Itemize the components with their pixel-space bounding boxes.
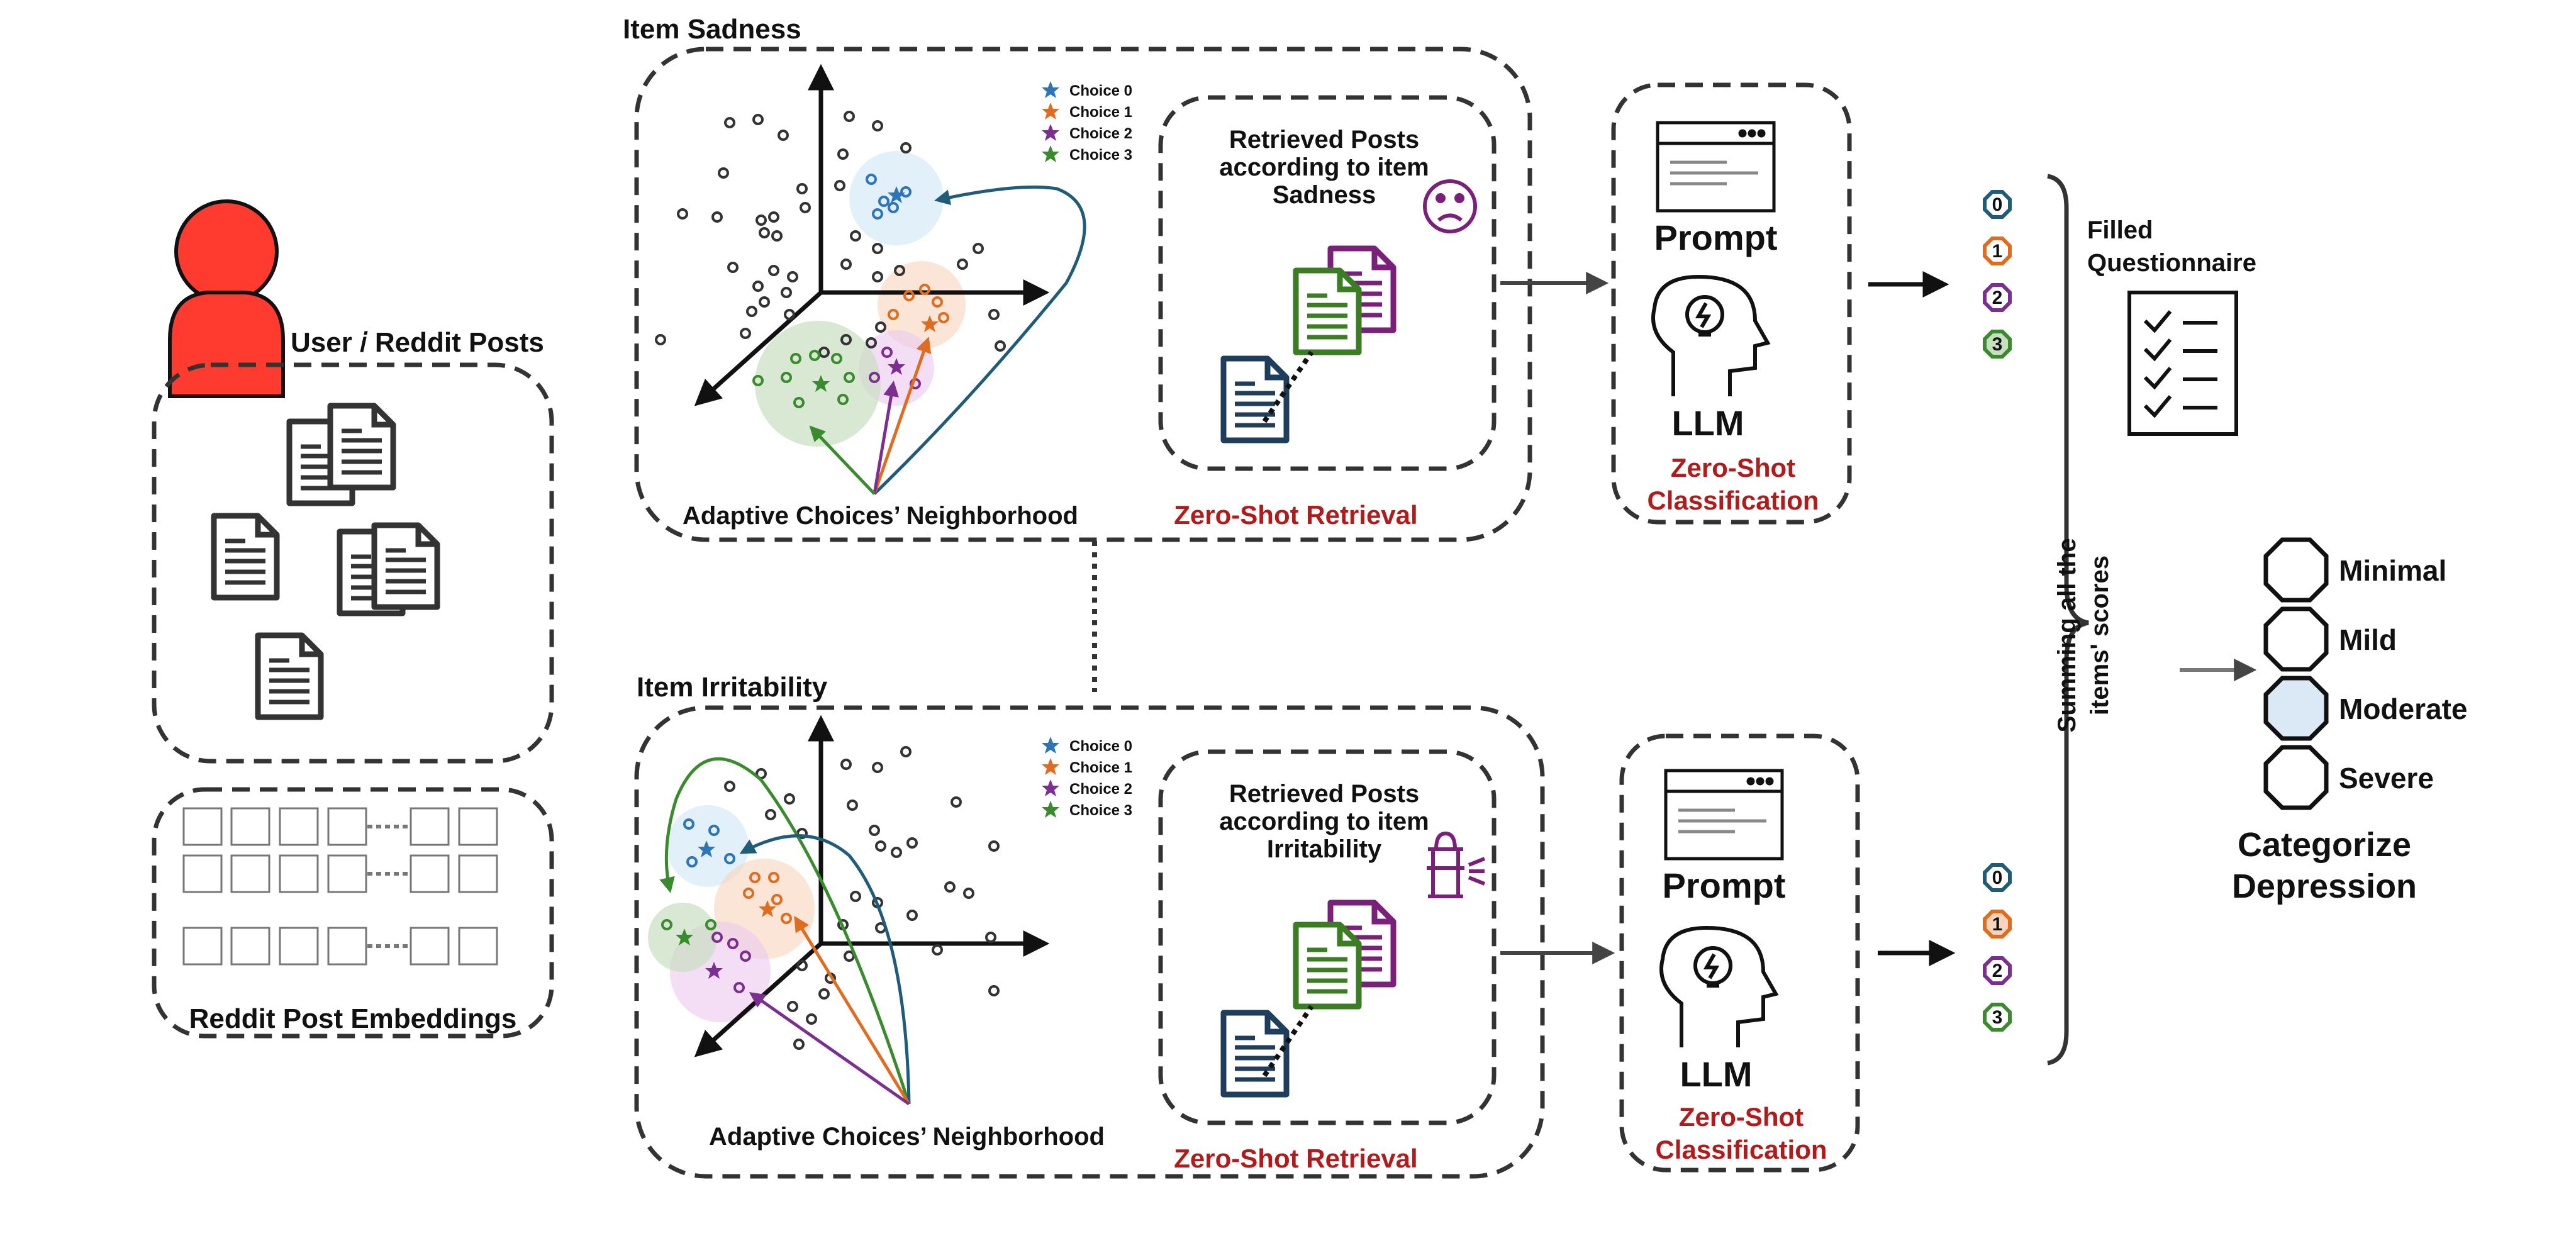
sadness-llm-label: LLM: [1671, 403, 1744, 443]
prompt-window-icon: [1664, 769, 1784, 861]
sadness-retrieved-label: Retrieved Posts according to item Sadnes…: [1219, 126, 1429, 209]
irritability-retrieved-label: Retrieved Posts according to item Irrita…: [1219, 780, 1429, 863]
prompt-window-icon: [1656, 121, 1776, 213]
user-posts-label: User 𝑖 Reddit Posts: [291, 327, 544, 358]
user-icon: [168, 199, 285, 398]
sadness-box: [634, 47, 1532, 542]
legend-choice-1: Choice 1: [1069, 759, 1133, 776]
irritability-neighborhood-label: Adaptive Choices’ Neighborhood: [709, 1123, 1105, 1151]
irritability-score-2: 2: [1992, 961, 2003, 981]
level-severe: Severe: [2339, 762, 2434, 794]
categorize-depression-label: Categorize Depression: [2231, 826, 2417, 905]
posts-box: [152, 362, 554, 764]
irritability-score-3: 3: [1992, 1007, 2003, 1028]
sadness-neighborhood-label: Adaptive Choices’ Neighborhood: [683, 502, 1078, 530]
irritability-prompt-label: Prompt: [1662, 866, 1786, 905]
irritability-box: [634, 705, 1545, 1179]
embeddings-label: Reddit Post Embeddings: [189, 1003, 517, 1034]
legend-choice-0: Choice 0: [1069, 738, 1133, 755]
level-mild: Mild: [2339, 623, 2397, 656]
sadness-retrieved-box: [1158, 95, 1497, 471]
irritability-title: Item Irritability: [637, 672, 828, 703]
sadness-title: Item Sadness: [623, 14, 801, 45]
sadness-retrieved-docs: [1224, 248, 1393, 440]
level-minimal: Minimal: [2339, 554, 2447, 587]
legend-choice-2: Choice 2: [1069, 781, 1133, 798]
legend-choice-3: Choice 3: [1069, 802, 1133, 819]
irritability-score-choices: [1983, 863, 2012, 1032]
sadness-retrieval-label: Zero-Shot Retrieval: [1174, 500, 1418, 530]
embedding-grid: [182, 807, 498, 966]
legend-choice-1: Choice 1: [1069, 104, 1133, 121]
sum-brace: [2047, 174, 2089, 1066]
fire-hydrant-icon: [1427, 831, 1486, 898]
llm-head-icon: [1651, 274, 1771, 396]
sad-face-icon: [1423, 179, 1477, 233]
llm-head-icon: [1659, 925, 1779, 1047]
legend-choice-3: Choice 3: [1069, 147, 1133, 164]
sadness-prompt-label: Prompt: [1654, 218, 1778, 257]
legend-choice-0: Choice 0: [1069, 82, 1133, 99]
depression-levels: [2263, 537, 2329, 810]
irritability-classification-label: Zero-Shot Classification: [1655, 1102, 1827, 1164]
checklist-icon: [2127, 291, 2238, 436]
irritability-retrieval-label: Zero-Shot Retrieval: [1174, 1144, 1418, 1173]
irritability-scatter: [648, 715, 1059, 1106]
sadness-classification-label: Zero-Shot Classification: [1647, 453, 1819, 515]
posts-documents: [214, 406, 437, 717]
irritability-retrieved-docs: [1224, 903, 1393, 1095]
sadness-score-2: 2: [1992, 287, 2003, 308]
irritability-classification-box: [1619, 733, 1860, 1173]
embeddings-box: [152, 787, 554, 1039]
summing-label: Summing all the items' scores: [2053, 538, 2114, 733]
irritability-score-0: 0: [1992, 867, 2003, 888]
legend-choice-2: Choice 2: [1069, 125, 1133, 142]
irritability-score-1: 1: [1992, 914, 2003, 935]
irritability-retrieved-box: [1158, 749, 1497, 1125]
level-moderate: Moderate: [2339, 693, 2468, 725]
sadness-score-choices: [1983, 190, 2012, 359]
irritability-llm-label: LLM: [1680, 1054, 1753, 1094]
sadness-classification-box: [1611, 82, 1852, 525]
sadness-score-0: 0: [1992, 194, 2003, 215]
sadness-score-1: 1: [1992, 241, 2003, 262]
sadness-scatter: [655, 64, 1086, 495]
filled-questionnaire-label: Filled Questionnaire: [2087, 216, 2256, 277]
sadness-score-3: 3: [1992, 334, 2003, 355]
